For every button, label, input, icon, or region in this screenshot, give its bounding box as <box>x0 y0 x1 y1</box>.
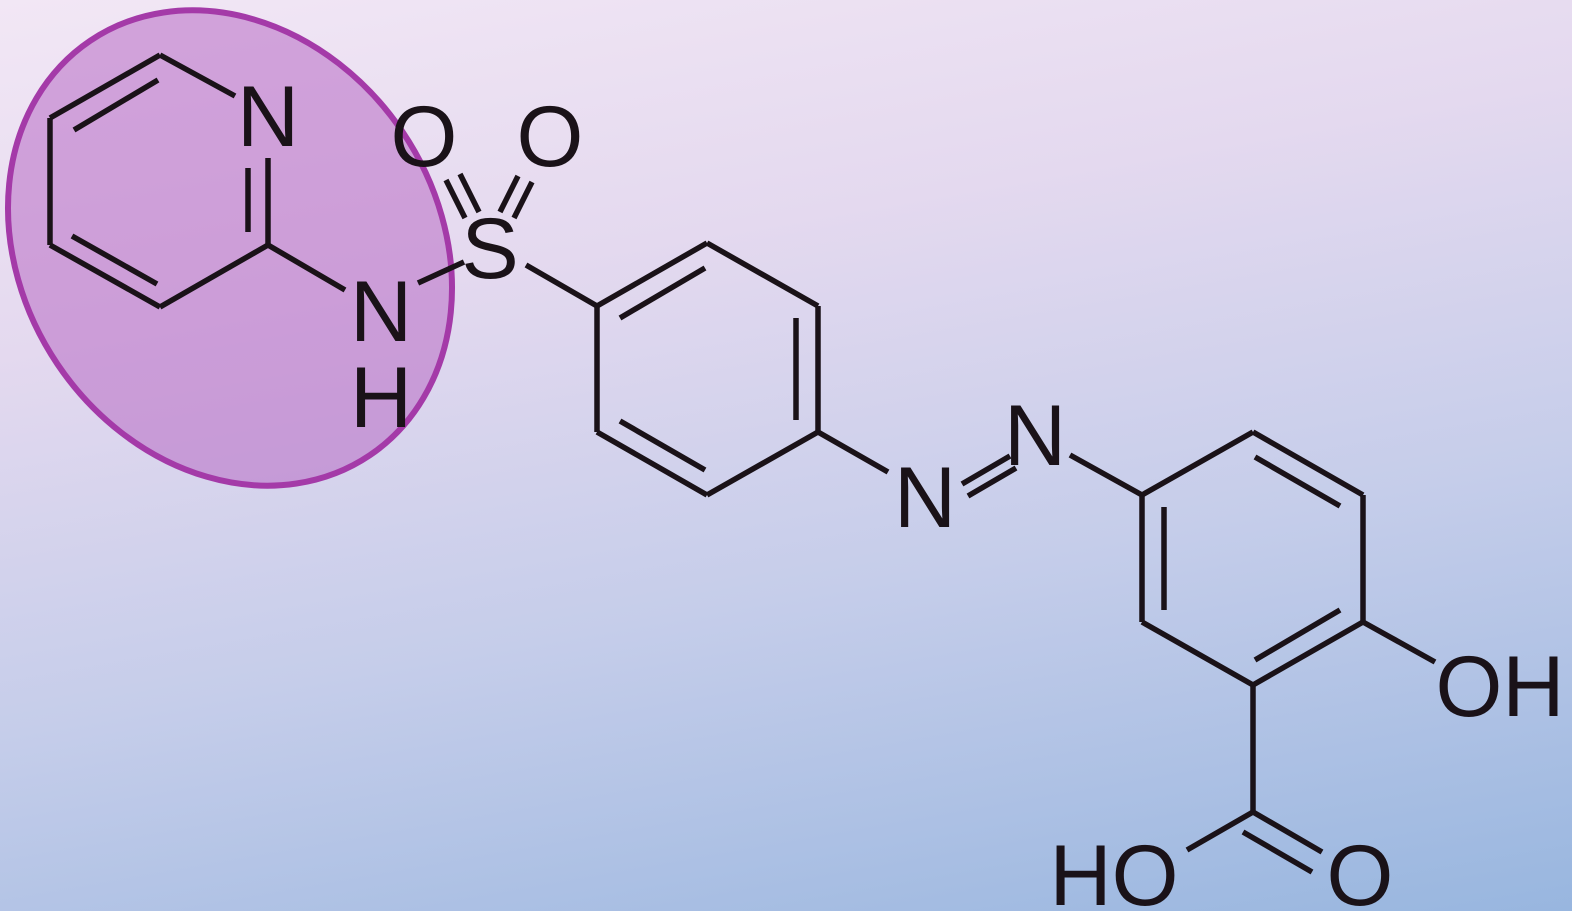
pyridine-n-label: N <box>237 69 299 165</box>
bond-inner <box>1253 607 1342 663</box>
bond <box>158 52 237 99</box>
bond <box>48 52 162 121</box>
bond-s-c <box>524 262 599 309</box>
bond <box>1251 429 1365 498</box>
acid-o-label: O <box>1327 828 1394 911</box>
bond-azo-b <box>966 465 1018 499</box>
bond-n-s <box>416 259 466 286</box>
salicylic-ring <box>1139 429 1366 688</box>
bond-inner <box>618 265 707 321</box>
bond-s-o2-a <box>497 174 521 214</box>
amide-h-label: H <box>350 350 412 446</box>
sulfonyl-o2-label: O <box>517 89 584 185</box>
bond <box>1251 619 1365 688</box>
bond <box>595 429 709 498</box>
bond <box>705 429 820 498</box>
bond-n-c-azo <box>1068 452 1144 498</box>
azo-n1-label: N <box>894 450 956 546</box>
bond-azo-a <box>960 453 1012 487</box>
pyridine-ring <box>47 52 271 310</box>
sulfonyl-o1-label: O <box>391 89 458 185</box>
sulfur-label: S <box>461 201 518 297</box>
azo-n2-label: N <box>1004 388 1066 484</box>
bond-inner <box>70 233 159 287</box>
bond-s-o1-a <box>443 178 468 220</box>
acid-ho-label: HO <box>1050 828 1179 911</box>
amide-n-label: N <box>350 264 412 360</box>
bond-inner <box>618 418 707 473</box>
bond-c-o-acid-b <box>1241 829 1314 875</box>
bond-c-n <box>266 242 347 293</box>
bond-s-o2-b <box>511 180 535 220</box>
bond <box>1140 429 1255 498</box>
bond <box>48 242 162 310</box>
bond <box>595 240 709 309</box>
bond-inner <box>1253 454 1342 509</box>
hydroxyl-label: OH <box>1436 639 1565 735</box>
bond-s-o1-b <box>457 172 482 214</box>
bond-c-oh-acid <box>1185 809 1255 853</box>
bond <box>1140 619 1255 688</box>
pyridylamine-highlight <box>5 7 455 489</box>
bond-c-oh <box>1361 619 1437 665</box>
bond <box>705 240 820 309</box>
benzene-ring <box>594 240 821 498</box>
bond-c-o-acid-a <box>1251 809 1324 855</box>
bond-c-n-azo <box>816 429 890 475</box>
bond-inner <box>72 77 160 133</box>
bond <box>158 242 270 310</box>
